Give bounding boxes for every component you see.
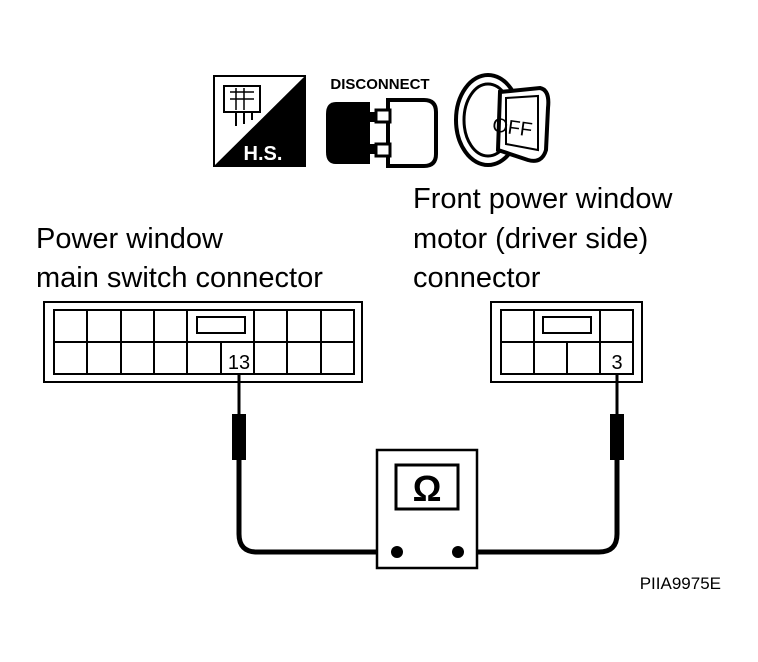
disconnect-icon: DISCONNECT [326,76,438,168]
meter-terminal-right [452,546,464,558]
ohmmeter: Ω [375,448,479,570]
ohm-symbol: Ω [413,468,442,509]
right-connector-pin: 3 [611,352,622,374]
figure-code: PIIA9975E [640,574,721,593]
left-probe-lead [232,374,396,555]
right-connector-label-line1: Front power window [413,183,674,215]
main-switch-connector: 13 [43,301,363,383]
ignition-off-icon: OFF [454,73,551,167]
right-connector-label-line3: connector [413,262,541,294]
disconnect-label: DISCONNECT [330,76,429,93]
harness-side-icon: H.S. [213,75,306,167]
meter-terminal-left [391,546,403,558]
right-connector-label-line2: motor (driver side) [413,223,648,255]
left-connector-label-line2: main switch connector [36,262,323,294]
left-connector-pin: 13 [228,352,250,374]
motor-connector: 3 [490,301,643,383]
left-connector-label-line1: Power window [36,223,224,255]
hs-label: H.S. [244,143,283,165]
right-probe-lead [458,374,624,555]
